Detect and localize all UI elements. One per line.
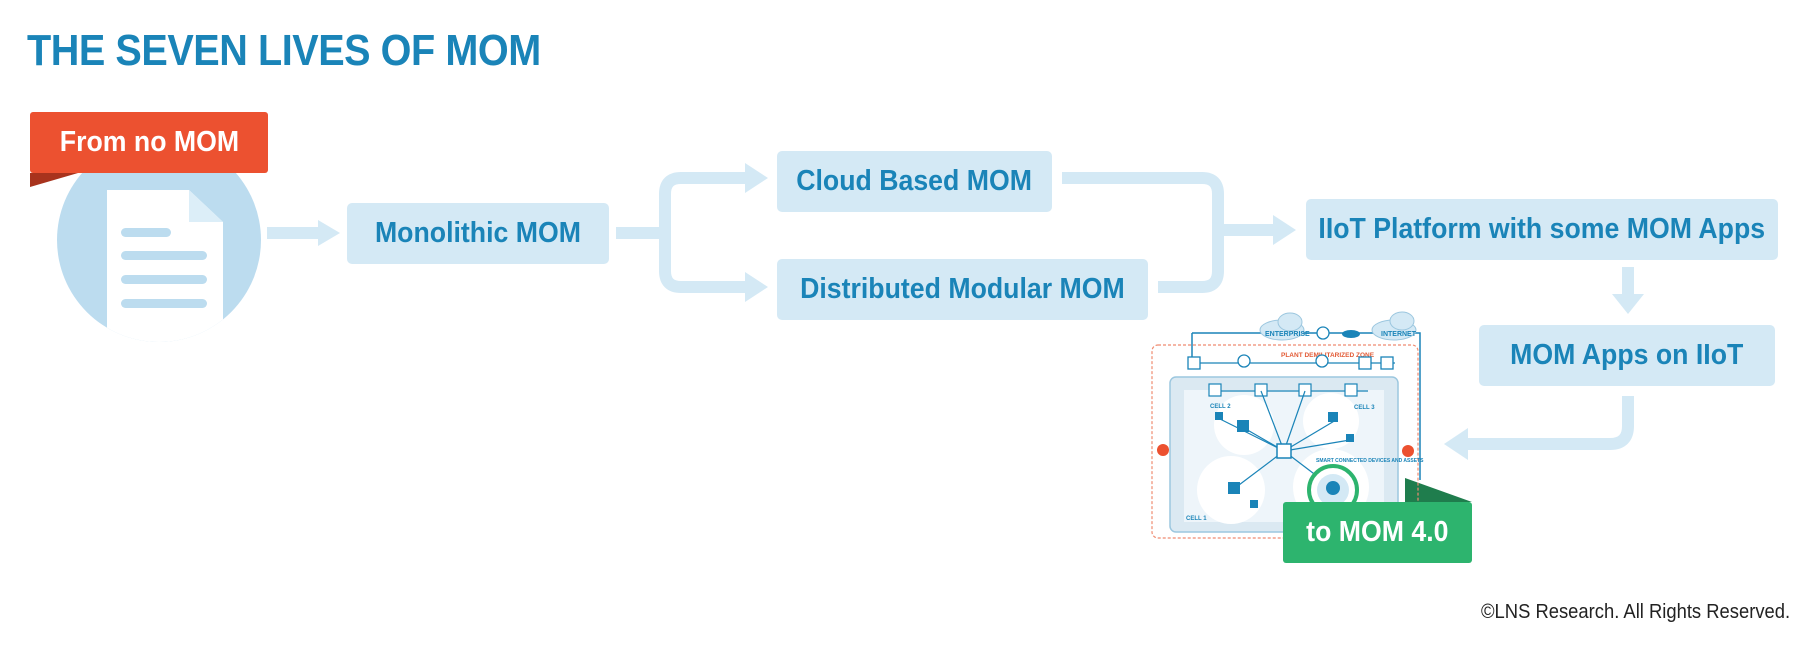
- monolithic-mom-box: Monolithic MOM: [347, 203, 609, 264]
- cloud-based-mom-label: Cloud Based MOM: [796, 165, 1033, 197]
- network-cell-1-label: CELL 1: [1186, 516, 1207, 522]
- arrow-distributed-merge: [1158, 230, 1224, 293]
- network-cell-2-label: CELL 2: [1210, 404, 1231, 410]
- network-smart-devices-label: SMART CONNECTED DEVICES AND ASSETS: [1316, 458, 1424, 464]
- from-tag-fold: [30, 173, 78, 187]
- monolithic-mom-label: Monolithic MOM: [375, 217, 581, 249]
- iiot-platform-label: IIoT Platform with some MOM Apps: [1318, 213, 1766, 245]
- network-enterprise-label: ENTERPRISE: [1265, 331, 1310, 338]
- cloud-based-mom-box: Cloud Based MOM: [777, 151, 1052, 212]
- to-tag-fold: [1405, 478, 1472, 502]
- network-dmz-label: PLANT DEMILITARIZED ZONE: [1281, 352, 1375, 359]
- mom-apps-on-iiot-box: MOM Apps on IIoT: [1479, 325, 1775, 386]
- page-title: THE SEVEN LIVES OF MOM: [27, 26, 541, 75]
- from-no-mom-label: From no MOM: [59, 126, 239, 158]
- mom-40-tag: to MOM 4.0: [1283, 502, 1472, 563]
- distributed-modular-mom-label: Distributed Modular MOM: [800, 273, 1125, 305]
- copyright-notice: ©LNS Research. All Rights Reserved.: [1481, 601, 1791, 623]
- arrow-to-cloud: [659, 172, 747, 233]
- network-internet-label: INTERNET: [1381, 331, 1417, 338]
- arrow-cloud-merge: [1062, 172, 1224, 230]
- arrow-apps-to-mom40: [1466, 396, 1634, 450]
- mom-40-label: to MOM 4.0: [1306, 516, 1449, 548]
- distributed-modular-mom-box: Distributed Modular MOM: [777, 259, 1148, 320]
- from-no-mom-tag: From no MOM: [30, 112, 268, 173]
- network-cell-3-label: CELL 3: [1354, 405, 1375, 411]
- iiot-platform-box: IIoT Platform with some MOM Apps: [1306, 199, 1778, 260]
- mom-apps-on-iiot-label: MOM Apps on IIoT: [1510, 339, 1744, 371]
- arrow-to-distributed: [659, 233, 747, 293]
